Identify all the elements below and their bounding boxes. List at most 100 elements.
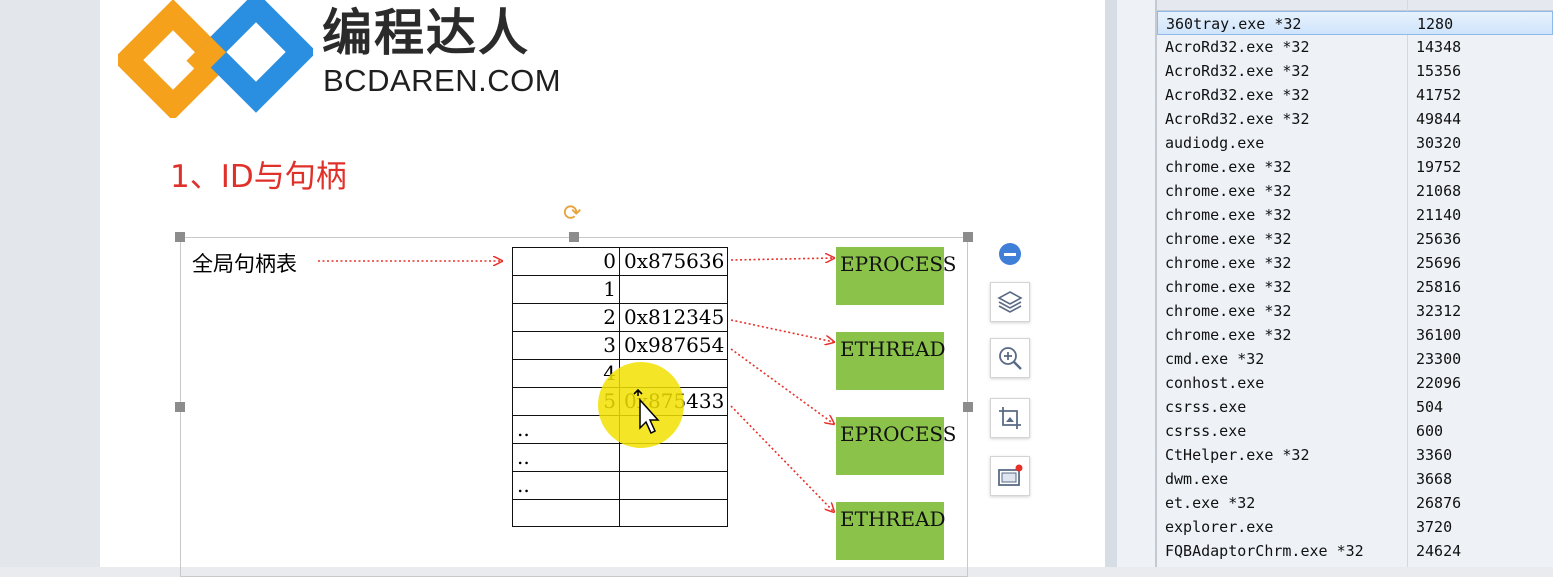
process-row[interactable]: explorer.exe 3720 bbox=[1157, 515, 1553, 539]
left-gutter bbox=[0, 0, 100, 567]
table-row bbox=[512, 499, 728, 527]
row-value: 0x875636 bbox=[619, 247, 728, 276]
arrow-row2-ethread bbox=[730, 319, 834, 342]
arrow-row3-eprocess bbox=[730, 348, 834, 424]
resize-handle-top-left[interactable] bbox=[175, 232, 185, 242]
process-pid: 3360 bbox=[1416, 446, 1453, 464]
rotate-handle-icon[interactable]: ⟳ bbox=[563, 201, 582, 226]
process-pid: 41752 bbox=[1416, 86, 1462, 104]
process-pid: 25636 bbox=[1416, 230, 1462, 248]
process-pid: 21140 bbox=[1416, 206, 1462, 224]
object-box: EPROCESS bbox=[836, 417, 956, 475]
resize-handle-right[interactable] bbox=[963, 402, 973, 412]
zoom-in-icon bbox=[999, 347, 1022, 370]
zoom-in-button[interactable] bbox=[990, 338, 1030, 378]
process-pid: 14348 bbox=[1416, 38, 1462, 56]
pointer-arrows bbox=[318, 0, 1105, 567]
process-name: cmd.exe *32 bbox=[1165, 350, 1265, 368]
process-pid: 600 bbox=[1416, 422, 1444, 440]
list-header bbox=[1157, 0, 1553, 11]
row-index: 3 bbox=[512, 331, 620, 360]
crop-image-icon bbox=[999, 407, 1021, 429]
collapse-icon[interactable] bbox=[999, 243, 1021, 265]
process-row[interactable]: cmd.exe *32 23300 bbox=[1157, 347, 1553, 371]
row-value bbox=[619, 499, 728, 527]
process-name: chrome.exe *32 bbox=[1165, 230, 1292, 248]
logo-mark-icon bbox=[118, 0, 313, 118]
process-pid: 1280 bbox=[1417, 15, 1454, 33]
process-pid: 26876 bbox=[1416, 494, 1462, 512]
row-index bbox=[512, 499, 620, 527]
process-name: AcroRd32.exe *32 bbox=[1165, 38, 1310, 56]
column-divider bbox=[1407, 0, 1408, 567]
process-row[interactable]: conhost.exe 22096 bbox=[1157, 371, 1553, 395]
process-name: dwm.exe bbox=[1165, 470, 1229, 488]
process-pid: 36100 bbox=[1416, 326, 1462, 344]
process-row[interactable]: chrome.exe *32 25816 bbox=[1157, 275, 1553, 299]
process-name: et.exe *32 bbox=[1165, 494, 1256, 512]
process-name: conhost.exe bbox=[1165, 374, 1265, 392]
process-row[interactable]: csrss.exe 600 bbox=[1157, 419, 1553, 443]
process-row[interactable]: AcroRd32.exe *32 41752 bbox=[1157, 83, 1553, 107]
process-name: CtHelper.exe *32 bbox=[1165, 446, 1310, 464]
process-name: chrome.exe *32 bbox=[1165, 326, 1292, 344]
process-name: FQBAdaptorChrm.exe *32 bbox=[1165, 542, 1364, 560]
slide-title: 1、ID与句柄 bbox=[170, 159, 347, 195]
process-row[interactable]: CtHelper.exe *32 3360 bbox=[1157, 443, 1553, 467]
global-handle-table-label: 全局句柄表 bbox=[192, 252, 297, 276]
process-row[interactable]: AcroRd32.exe *32 14348 bbox=[1157, 35, 1553, 59]
process-name: AcroRd32.exe *32 bbox=[1165, 110, 1310, 128]
process-name: csrss.exe bbox=[1165, 422, 1247, 440]
row-index: 1 bbox=[512, 275, 620, 304]
logo-subtitle: BCDAREN.COM bbox=[323, 63, 562, 98]
process-pid: 32312 bbox=[1416, 302, 1462, 320]
process-name: AcroRd32.exe *32 bbox=[1165, 62, 1310, 80]
process-pid: 25696 bbox=[1416, 254, 1462, 272]
process-pid: 25816 bbox=[1416, 278, 1462, 296]
process-pid: 30320 bbox=[1416, 134, 1462, 152]
process-name: chrome.exe *32 bbox=[1165, 302, 1292, 320]
layers-button[interactable] bbox=[990, 282, 1030, 322]
process-name: audiodg.exe bbox=[1165, 134, 1265, 152]
crop-image-button[interactable] bbox=[990, 398, 1030, 438]
process-row[interactable]: chrome.exe *32 32312 bbox=[1157, 299, 1553, 323]
logo-title: 编程达人 bbox=[322, 4, 530, 62]
process-name: explorer.exe bbox=[1165, 518, 1274, 536]
process-pid: 3720 bbox=[1416, 518, 1453, 536]
process-name: chrome.exe *32 bbox=[1165, 278, 1292, 296]
process-row[interactable]: chrome.exe *32 36100 bbox=[1157, 323, 1553, 347]
process-row[interactable]: chrome.exe *32 25636 bbox=[1157, 227, 1553, 251]
process-row[interactable]: chrome.exe *32 21140 bbox=[1157, 203, 1553, 227]
process-pid: 19752 bbox=[1416, 158, 1462, 176]
picture-frame-button[interactable] bbox=[990, 456, 1030, 496]
resize-handle-top-right[interactable] bbox=[963, 232, 973, 242]
process-row[interactable]: et.exe *32 26876 bbox=[1157, 491, 1553, 515]
resize-handle-left[interactable] bbox=[175, 402, 185, 412]
process-panel bbox=[1117, 0, 1553, 567]
arrow-row5-ethread bbox=[730, 405, 834, 512]
layers-icon bbox=[997, 291, 1023, 313]
list-border bbox=[1155, 0, 1157, 567]
row-index: .. bbox=[512, 443, 620, 472]
process-pid: 22096 bbox=[1416, 374, 1462, 392]
window-gap bbox=[1105, 0, 1117, 567]
process-name: AcroRd32.exe *32 bbox=[1165, 86, 1310, 104]
row-index: 4 bbox=[512, 359, 620, 388]
resize-handle-top[interactable] bbox=[569, 232, 579, 242]
process-row[interactable]: audiodg.exe 30320 bbox=[1157, 131, 1553, 155]
process-name: chrome.exe *32 bbox=[1165, 206, 1292, 224]
process-pid: 23300 bbox=[1416, 350, 1462, 368]
